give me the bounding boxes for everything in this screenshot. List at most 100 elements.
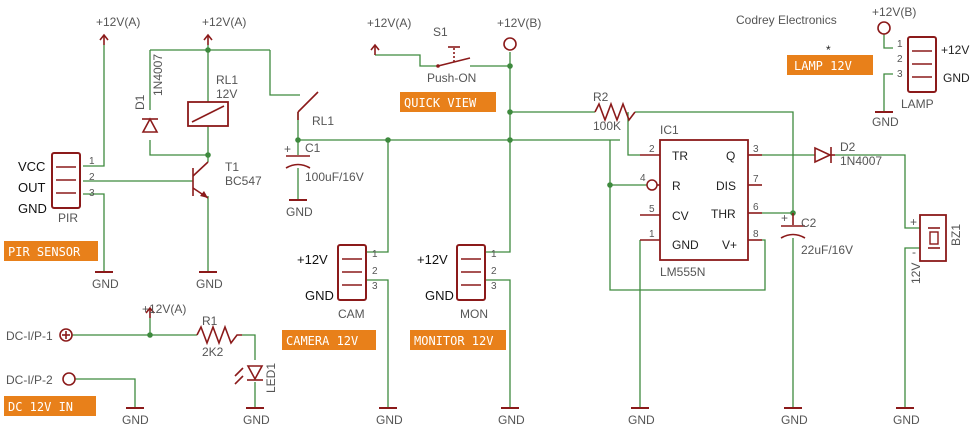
wires <box>72 33 920 408</box>
svg-text:3: 3 <box>491 281 497 292</box>
svg-text:GND: GND <box>498 413 525 427</box>
svg-text:+12V: +12V <box>941 43 969 57</box>
svg-text:8: 8 <box>753 229 759 240</box>
camera-connector: +12V GND 1 2 3 CAM <box>297 244 378 321</box>
svg-text:R1: R1 <box>202 314 218 328</box>
brand-label: Codrey Electronics <box>736 13 837 27</box>
resistor-r2: R2 100K <box>593 90 636 133</box>
svg-text:T1: T1 <box>225 160 239 174</box>
svg-text:+: + <box>284 142 291 156</box>
dc-input-1: DC-I/P-1 <box>6 328 73 343</box>
svg-text:GND: GND <box>781 413 808 427</box>
svg-text:Push-ON: Push-ON <box>427 71 476 85</box>
svg-text:2: 2 <box>897 54 903 65</box>
svg-text:3: 3 <box>89 188 95 199</box>
svg-text:C1: C1 <box>305 141 321 155</box>
svg-text:GND: GND <box>92 277 119 291</box>
svg-text:-: - <box>912 245 916 259</box>
svg-text:2: 2 <box>649 144 655 155</box>
svg-text:4: 4 <box>640 173 646 184</box>
pir-connector: VCC OUT GND 1 2 3 PIR <box>18 152 95 225</box>
svg-text:GND: GND <box>425 288 454 303</box>
svg-text:+12V(A): +12V(A) <box>202 15 246 29</box>
svg-text:7: 7 <box>753 174 759 185</box>
supply-lamp-rail-b: +12V(B) <box>872 5 916 35</box>
svg-text:R: R <box>672 179 681 193</box>
svg-text:1: 1 <box>372 249 378 260</box>
svg-text:3: 3 <box>897 69 903 80</box>
svg-text:THR: THR <box>711 207 736 221</box>
supply-pir-rail-a: +12V(A) <box>96 15 140 46</box>
svg-text:BC547: BC547 <box>225 174 262 188</box>
svg-text:LAMP 12V: LAMP 12V <box>794 59 852 73</box>
svg-text:+12V(B): +12V(B) <box>497 16 541 30</box>
svg-text:DC-I/P-2: DC-I/P-2 <box>6 373 53 387</box>
svg-text:RL1: RL1 <box>312 114 334 128</box>
svg-text:100K: 100K <box>593 119 621 133</box>
relay-rl1-contact: RL1 <box>297 91 334 128</box>
svg-text:+12V(A): +12V(A) <box>367 16 411 30</box>
svg-text:CAM: CAM <box>338 307 365 321</box>
svg-text:GND: GND <box>18 201 47 216</box>
capacitor-c2: + C2 22uF/16V <box>780 211 853 257</box>
buzzer-bz1: + - BZ1 12V <box>909 214 963 284</box>
svg-text:+: + <box>910 215 917 229</box>
svg-text:DIS: DIS <box>716 179 736 193</box>
svg-text:LAMP: LAMP <box>901 97 934 111</box>
transistor-t1: T1 BC547 <box>192 160 262 199</box>
svg-text:22uF/16V: 22uF/16V <box>801 243 853 257</box>
svg-text:+12V: +12V <box>417 252 448 267</box>
svg-text:1: 1 <box>897 39 903 50</box>
ic1-555-timer: IC1 LM555N 2 TR 4 R 5 CV 1 GND 3 Q 7 DIS… <box>640 123 762 279</box>
led-led1: LED1 <box>234 363 278 393</box>
svg-text:S1: S1 <box>433 25 448 39</box>
svg-text:12V: 12V <box>909 263 923 284</box>
switch-s1: S1 Push-ON <box>427 25 476 85</box>
svg-text:2: 2 <box>89 172 95 183</box>
svg-text:2K2: 2K2 <box>202 345 224 359</box>
svg-text:5: 5 <box>649 204 655 215</box>
svg-text:GND: GND <box>243 413 270 427</box>
resistor-r1: R1 2K2 <box>196 314 242 359</box>
svg-text:GND: GND <box>305 288 334 303</box>
svg-text:MONITOR 12V: MONITOR 12V <box>414 334 493 348</box>
svg-text:GND: GND <box>122 413 149 427</box>
svg-text:+12V(A): +12V(A) <box>142 302 186 316</box>
monitor-tag: MONITOR 12V <box>410 330 506 350</box>
svg-text:GND: GND <box>376 413 403 427</box>
svg-text:GND: GND <box>196 277 223 291</box>
svg-text:1: 1 <box>649 229 655 240</box>
svg-text:BZ1: BZ1 <box>949 224 963 246</box>
pir-sensor-tag: PIR SENSOR <box>4 241 98 261</box>
svg-text:MON: MON <box>460 307 488 321</box>
svg-text:6: 6 <box>753 202 759 213</box>
svg-text:GND: GND <box>672 238 699 252</box>
svg-text:Q: Q <box>726 149 735 163</box>
svg-text:IC1: IC1 <box>660 123 679 137</box>
dc-in-tag: DC 12V IN <box>4 396 96 416</box>
svg-text:OUT: OUT <box>18 180 46 195</box>
svg-text:1N4007: 1N4007 <box>151 54 165 96</box>
supply-r1-rail-a: +12V(A) <box>142 302 186 319</box>
svg-text:PIR SENSOR: PIR SENSOR <box>8 245 81 259</box>
svg-text:RL1: RL1 <box>216 73 238 87</box>
dc-input-2: DC-I/P-2 <box>6 372 76 387</box>
svg-text:V+: V+ <box>722 238 737 252</box>
quick-view-tag: QUICK VIEW <box>400 92 496 112</box>
svg-text:GND: GND <box>286 205 313 219</box>
svg-text:VCC: VCC <box>18 159 45 174</box>
svg-text:DC 12V IN: DC 12V IN <box>8 400 73 414</box>
svg-text:3: 3 <box>372 281 378 292</box>
relay-rl1-coil: RL1 12V <box>187 73 238 127</box>
svg-text:GND: GND <box>872 115 899 129</box>
svg-text:2: 2 <box>372 266 378 277</box>
camera-tag: CAMERA 12V <box>282 330 376 350</box>
svg-text:QUICK VIEW: QUICK VIEW <box>404 96 477 110</box>
svg-text:1: 1 <box>89 156 95 167</box>
svg-text:GND: GND <box>893 413 920 427</box>
svg-text:D2: D2 <box>840 140 856 154</box>
svg-text:1: 1 <box>491 249 497 260</box>
diode-d2: D2 1N4007 <box>814 140 882 168</box>
svg-text:TR: TR <box>672 149 688 163</box>
